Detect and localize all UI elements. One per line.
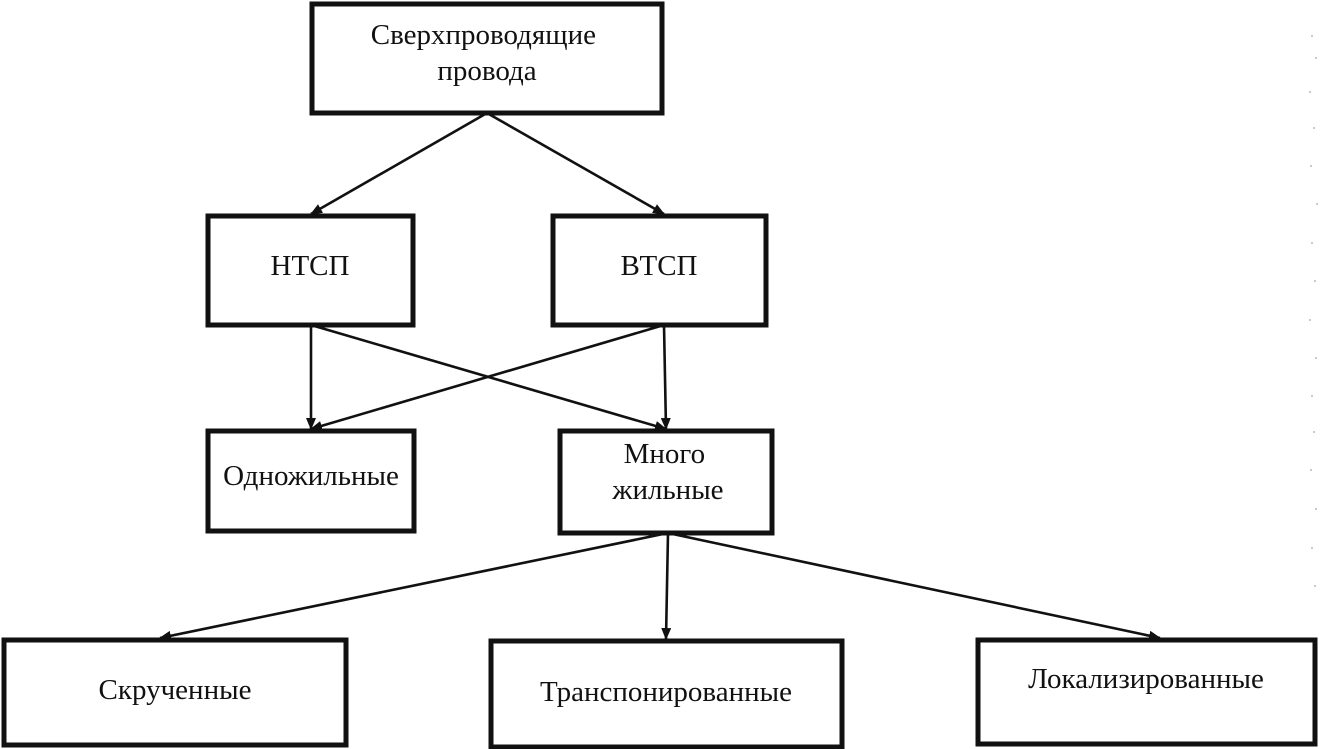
edge-multi-core-to-localized	[667, 531, 1161, 641]
node-vtsp-label: ВТСП	[621, 250, 698, 282]
edge-vtsp-to-single-core	[310, 323, 665, 431]
node-single-core-box	[205, 428, 417, 534]
node-localized-line-1: Локализированные	[1028, 663, 1264, 695]
node-twisted-box	[1, 637, 349, 748]
node-single-core-line-1: Одножильные	[223, 460, 399, 492]
node-root-line-2: провода	[437, 55, 536, 87]
node-twisted-line-1: Скрученные	[99, 674, 252, 706]
node-localized-label: Локализированные	[1028, 663, 1264, 695]
node-multi-core-box	[557, 428, 775, 536]
node-transposed-label: Транспонированные	[540, 676, 792, 708]
node-transposed-line-1: Транспонированные	[540, 676, 792, 708]
edge-multi-core-to-transposed	[661, 532, 672, 640]
node-root-label: Сверхпроводящие провода	[371, 19, 603, 87]
node-vtsp: ВТСП	[550, 213, 769, 328]
edge-root-to-ntsp	[310, 111, 488, 216]
edge-vtsp-to-multi-core	[660, 324, 671, 430]
node-single-core: Одножильные	[205, 428, 417, 534]
node-vtsp-box	[550, 213, 769, 328]
node-root: Сверхпроводящие провода	[309, 1, 665, 116]
node-ntsp: НТСП	[205, 213, 416, 328]
node-multi-core-label: Много жильные	[611, 438, 723, 506]
node-ntsp-line-1: НТСП	[271, 250, 350, 282]
scan-edge-noise	[1309, 35, 1318, 587]
node-ntsp-box	[205, 213, 416, 328]
edge-multi-core-to-twisted	[159, 531, 669, 641]
node-localized: Локализированные	[975, 637, 1318, 747]
node-twisted-label: Скрученные	[99, 674, 252, 706]
node-localized-box	[975, 637, 1318, 747]
node-transposed: Транспонированные	[488, 638, 845, 749]
node-twisted: Скрученные	[1, 637, 349, 748]
edge-root-to-vtsp	[486, 111, 665, 216]
diagram-edges	[159, 111, 1161, 641]
node-root-box	[309, 1, 665, 116]
node-single-core-label: Одножильные	[223, 460, 399, 492]
node-root-line-1: Сверхпроводящие	[371, 19, 596, 51]
node-multi-core: Много жильные	[557, 428, 775, 536]
node-ntsp-label: НТСП	[271, 250, 350, 282]
node-multi-core-line-1: Много	[624, 438, 705, 470]
node-transposed-box	[488, 638, 845, 749]
node-multi-core-line-2: жильные	[611, 474, 723, 506]
node-vtsp-line-1: ВТСП	[621, 250, 698, 282]
